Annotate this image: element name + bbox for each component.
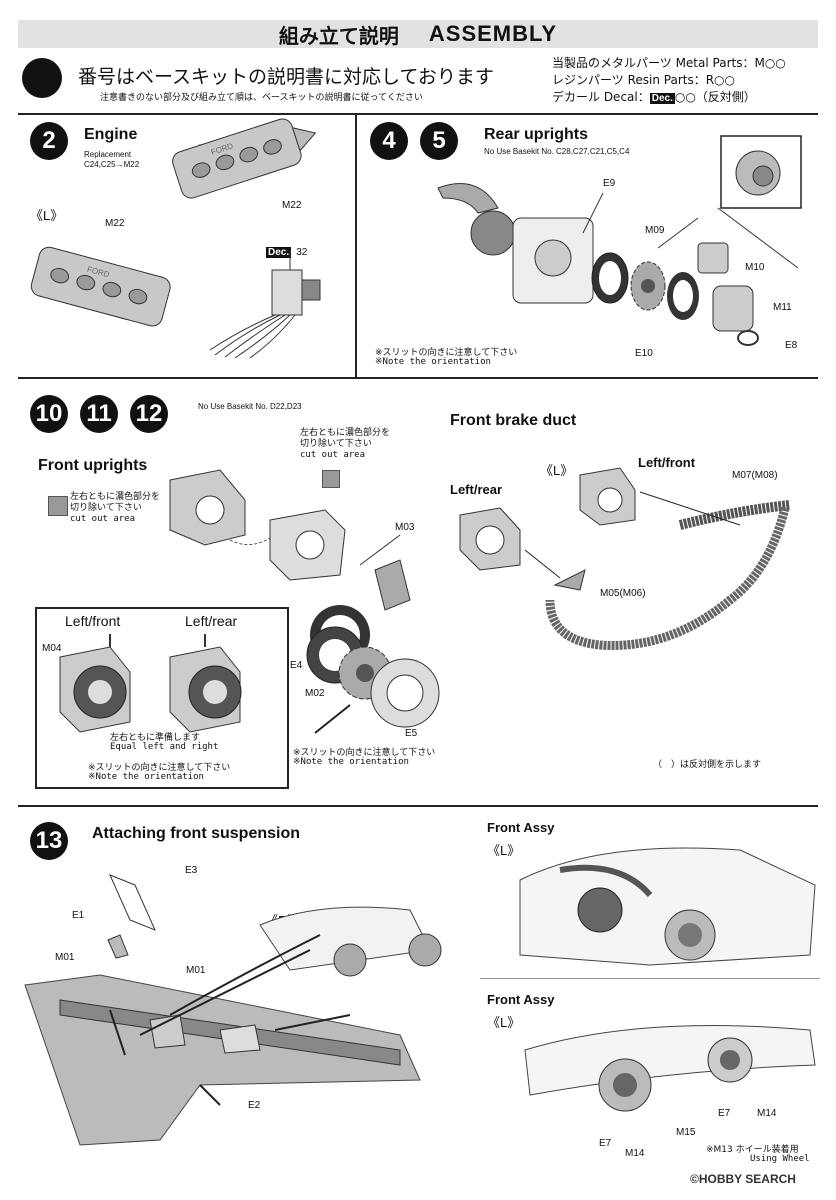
brake-paren-note: （ ）は反対側を示します bbox=[653, 760, 762, 770]
assy2-part-e7-b: E7 bbox=[718, 1108, 731, 1119]
legend-resin: レジンパーツ Resin Parts：R○○ bbox=[552, 73, 735, 87]
part-m11: M11 bbox=[773, 302, 792, 313]
divider-middle bbox=[18, 377, 818, 379]
left-front-rear-illustration bbox=[59, 634, 242, 733]
suspension-illustration bbox=[24, 874, 442, 1146]
brake-left-front: Left/front bbox=[638, 455, 696, 470]
brake-label-L: 《L》 bbox=[540, 463, 574, 478]
cam-cover-right: FORD bbox=[172, 118, 317, 199]
front-note-jp: ※スリットの向きに注意して下さい bbox=[293, 748, 436, 758]
box-note-en: ※Note the orientation bbox=[88, 772, 204, 782]
left-front-rear-box bbox=[35, 607, 289, 789]
legend-metal: 当製品のメタルパーツ Metal Parts：M○○ bbox=[552, 56, 786, 70]
cut-out-swatch bbox=[48, 496, 68, 516]
step-number-10: 10 bbox=[30, 395, 68, 433]
wheel-note-en: Using Wheel bbox=[750, 1154, 810, 1164]
wheel-note-jp: ※M13 ホイール装着用 bbox=[706, 1145, 799, 1155]
legend-decal: デカール Decal：Dec.○○（反対側） bbox=[552, 90, 756, 104]
intro-sub: 注意書きのない部分及び組み立て順は、ベースキットの説明書に従ってください bbox=[100, 93, 423, 103]
part-m07-m08: M07(M08) bbox=[732, 470, 778, 481]
part-e1: E1 bbox=[72, 910, 85, 921]
assy1-label-L: 《L》 bbox=[487, 843, 521, 858]
front-upright-illustration bbox=[169, 469, 411, 665]
part-m09: M09 bbox=[645, 225, 665, 236]
engine-replacement-1: Replacement bbox=[84, 150, 132, 159]
cut-out-swatch-2 bbox=[322, 470, 340, 488]
rear-upright-illustration bbox=[437, 135, 802, 346]
attach-suspension-title: Attaching front suspension bbox=[92, 825, 300, 842]
part-e3-top: E3 bbox=[185, 865, 198, 876]
intro-main: 番号はベースキットの説明書に対応しております bbox=[78, 66, 494, 88]
part-e8: E8 bbox=[785, 340, 798, 351]
label-L: 《L》 bbox=[30, 208, 64, 223]
title-bar: 組み立て説明 ASSEMBLY bbox=[18, 20, 818, 48]
box-equal-jp: 左右ともに準備します bbox=[110, 733, 201, 743]
part-e4: E4 bbox=[290, 660, 303, 671]
part-m02: M02 bbox=[305, 688, 325, 699]
box-left-front: Left/front bbox=[65, 613, 121, 629]
part-e9: E9 bbox=[603, 178, 616, 189]
part-e2: E2 bbox=[248, 1100, 261, 1111]
part-m05-m06: M05(M06) bbox=[600, 588, 646, 599]
front-assy-1-illustration bbox=[519, 847, 816, 966]
rear-note-en: ※Note the orientation bbox=[375, 357, 491, 367]
part-m03: M03 bbox=[395, 522, 415, 533]
connector-with-wires bbox=[209, 250, 321, 359]
step-number-5: 5 bbox=[420, 122, 458, 160]
part-e10: E10 bbox=[635, 348, 653, 359]
part-m01-b: M01 bbox=[186, 965, 206, 976]
part-e5: E5 bbox=[405, 728, 418, 739]
box-left-rear: Left/rear bbox=[185, 613, 238, 629]
step-number-4: 4 bbox=[370, 122, 408, 160]
part-m22-right: M22 bbox=[282, 200, 302, 211]
assy2-part-m14-a: M14 bbox=[625, 1148, 645, 1159]
title-en: ASSEMBLY bbox=[428, 21, 558, 46]
watermark: ©HOBBY SEARCH bbox=[690, 1172, 796, 1186]
engine-title: Engine bbox=[84, 126, 138, 143]
step-number-2: 2 bbox=[30, 122, 68, 160]
decal-badge: Dec. bbox=[649, 93, 675, 104]
bullet-icon bbox=[22, 58, 62, 98]
brake-duct-title: Front brake duct bbox=[450, 412, 577, 429]
brake-left-rear: Left/rear bbox=[450, 482, 503, 497]
divider-top bbox=[18, 113, 818, 115]
step-number-12: 12 bbox=[130, 395, 168, 433]
part-m22-left: M22 bbox=[105, 218, 125, 229]
part-m04: M04 bbox=[42, 643, 62, 654]
box-note-jp: ※スリットの向きに注意して下さい bbox=[88, 763, 231, 773]
divider-bottom bbox=[18, 805, 818, 807]
assy2-part-m15: M15 bbox=[676, 1127, 696, 1138]
assy2-part-m14-b: M14 bbox=[757, 1108, 777, 1119]
decal-32: Dec. 32 bbox=[266, 247, 308, 258]
engine-illustration: FORD FORD bbox=[30, 118, 321, 359]
assy2-part-e7-a: E7 bbox=[599, 1138, 612, 1149]
cam-cover-left: FORD bbox=[30, 246, 171, 327]
assy2-title: Front Assy bbox=[487, 992, 555, 1007]
parts-legend: 当製品のメタルパーツ Metal Parts：M○○ レジンパーツ Resin … bbox=[552, 55, 786, 107]
disc-stack-illustration bbox=[306, 626, 440, 734]
front-uprights-title: Front uprights bbox=[38, 457, 148, 474]
rear-uprights-title: Rear uprights bbox=[484, 126, 589, 143]
divider-vertical bbox=[355, 115, 357, 377]
assy-divider bbox=[480, 978, 820, 979]
step-number-13: 13 bbox=[30, 822, 68, 860]
assy1-title: Front Assy bbox=[487, 820, 555, 835]
brake-duct-illustration bbox=[459, 467, 791, 650]
engine-replacement-2: C24,C25→M22 bbox=[84, 160, 140, 169]
part-m01-a: M01 bbox=[55, 952, 75, 963]
front-uprights-no-use: No Use Basekit No. D22,D23 bbox=[198, 402, 302, 411]
rear-uprights-no-use: No Use Basekit No. C28,C27,C21,C5,C4 bbox=[484, 147, 630, 156]
part-m10: M10 bbox=[745, 262, 765, 273]
front-assy-2-illustration bbox=[524, 1025, 816, 1112]
front-note-en: ※Note the orientation bbox=[293, 757, 409, 767]
rear-note-jp: ※スリットの向きに注意して下さい bbox=[375, 348, 518, 358]
title-jp: 組み立て説明 bbox=[278, 23, 399, 48]
box-equal-en: Equal left and right bbox=[110, 742, 219, 752]
assy2-label-L: 《L》 bbox=[487, 1015, 521, 1030]
step-number-11: 11 bbox=[80, 395, 118, 433]
